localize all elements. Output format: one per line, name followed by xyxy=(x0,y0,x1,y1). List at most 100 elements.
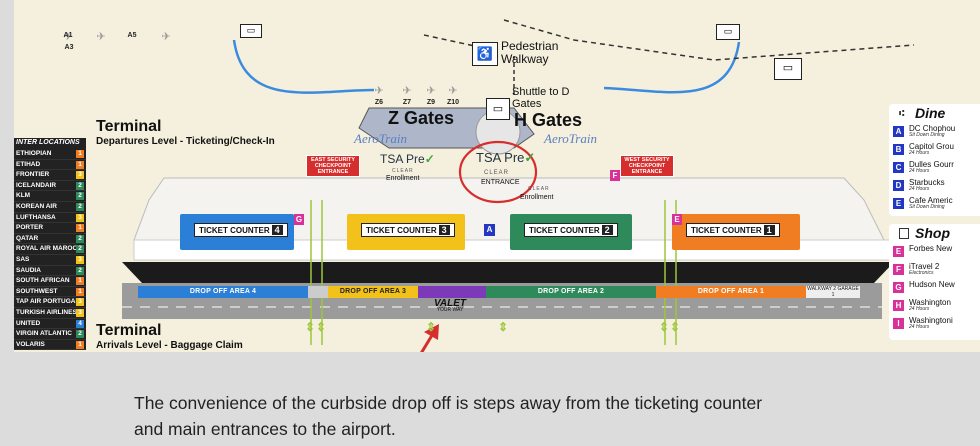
gate-label: A1 xyxy=(63,32,73,39)
airline-name: SAS xyxy=(16,255,30,263)
counter-text: TICKET COUNTER xyxy=(691,226,762,235)
airline-level-badge: 2 xyxy=(76,266,84,275)
vertical-arrow-icon: ⇕ xyxy=(498,320,509,334)
shuttle-bus-icon: ▭ xyxy=(774,58,802,80)
gate-label: Z10 xyxy=(446,99,460,106)
airline-name: UNITED xyxy=(16,319,41,327)
clear-label: CLEAR xyxy=(528,186,550,192)
shuttle-label: Shuttle to D Gates xyxy=(512,86,570,110)
east-security-sign: EAST SECURITY CHECKPOINT ENTRANCE xyxy=(306,155,360,177)
pedestrian-icon: ♿ xyxy=(472,42,498,66)
aerotrain-label: AeroTrain xyxy=(354,131,407,146)
gate-label: A3 xyxy=(64,44,74,51)
airline-name: PORTER xyxy=(16,224,44,232)
airline-name: SAUDIA xyxy=(16,266,41,274)
arrivals-title: Terminal xyxy=(96,322,162,339)
airplane-icon: ✈ xyxy=(448,85,458,97)
entrance-label: ENTRANCE xyxy=(481,179,520,186)
shop-note: 24 Hours xyxy=(909,306,930,312)
dine-badge: E xyxy=(893,198,904,209)
shop-icon xyxy=(899,228,909,239)
airline-row: ICELANDAIR 2 xyxy=(14,181,86,192)
clear-enrollment-label: Enrollment xyxy=(520,194,554,201)
dine-name: Capitol Grou xyxy=(909,142,954,151)
departures-subtitle: Departures Level - Ticketing/Check-In xyxy=(96,136,275,147)
airline-row: SAUDIA 2 xyxy=(14,266,86,277)
caption: The convenience of the curbside drop off… xyxy=(134,390,934,442)
gate-label: Z7 xyxy=(402,99,412,106)
shop-badge: G xyxy=(893,282,904,293)
counter-number: 2 xyxy=(601,225,613,235)
airplane-icon: ✈ xyxy=(402,85,412,97)
caption-line-1: The convenience of the curbside drop off… xyxy=(134,393,763,413)
arrivals-subtitle: Arrivals Level - Baggage Claim xyxy=(96,340,243,351)
dropoff-gap xyxy=(308,286,328,298)
west-security-sign: WEST SECURITY CHECKPOINT ENTRANCE xyxy=(620,155,674,177)
dine-heading: Dine xyxy=(915,105,946,121)
shuttle-bus-icon: ▭ xyxy=(240,24,262,38)
h-gates-label: H Gates xyxy=(514,110,583,130)
vertical-arrow-icon: ⇕ xyxy=(316,320,327,334)
airline-level-badge: 2 xyxy=(76,181,84,190)
airline-panel-header: INTER LOCATIONS xyxy=(16,139,80,146)
airline-name: TAP AIR PORTUGAL xyxy=(16,298,80,306)
counter-text: TICKET COUNTER xyxy=(529,226,600,235)
dropoff-area-1: DROP OFF AREA 1 xyxy=(656,286,806,298)
shop-badge-g: G xyxy=(294,214,304,225)
dine-note: Sit Down Dining xyxy=(909,132,945,138)
airline-level-badge: 2 xyxy=(76,192,84,201)
counter-number: 3 xyxy=(438,225,450,235)
airplane-icon: ✈ xyxy=(63,31,73,43)
tsa-entrance: TSA Pre✓ xyxy=(476,150,535,166)
airline-level-badge: 3 xyxy=(76,171,84,180)
airplane-icon: ✈ xyxy=(96,31,106,43)
shop-badge: I xyxy=(893,318,904,329)
tsa-label: TSA Pre xyxy=(476,150,525,165)
dine-note: 24 Hours xyxy=(909,186,930,192)
airline-row: UNITED 4 xyxy=(14,319,86,330)
dropoff-area-3: DROP OFF AREA 3 xyxy=(328,286,418,298)
shop-badge: H xyxy=(893,300,904,311)
valet-label: VALET xyxy=(434,298,467,309)
airline-name: SOUTHWEST xyxy=(16,287,58,295)
shop-name: iTravel 2 xyxy=(909,262,940,271)
airline-level-badge: 1 xyxy=(76,287,84,296)
shuttle-icon: ▭ xyxy=(486,98,510,120)
dine-badge: C xyxy=(893,162,904,173)
dine-note: Sit Down Dining xyxy=(909,204,945,210)
shuttle-bus-icon: ▭ xyxy=(716,24,740,40)
dine-badge: A xyxy=(893,126,904,137)
airline-level-badge: 3 xyxy=(76,298,84,307)
airline-name: ICELANDAIR xyxy=(16,181,57,189)
check-icon: ✓ xyxy=(524,150,536,165)
airline-level-badge: 4 xyxy=(76,319,84,328)
airline-name: TURKISH AIRLINES xyxy=(16,308,77,316)
tsa-label: TSA Pre xyxy=(380,152,425,166)
shop-name: Washingtoni xyxy=(909,316,953,325)
dine-badge-a: A xyxy=(484,224,495,236)
dine-name: DC Chophou xyxy=(909,124,956,133)
airline-level-badge: 2 xyxy=(76,330,84,339)
aerotrain-label: AeroTrain xyxy=(544,131,597,146)
shop-note: 24 Hours xyxy=(909,324,930,330)
airline-name: LUFTHANSA xyxy=(16,213,56,221)
airline-level-badge: 2 xyxy=(76,234,84,243)
valet-sign: VALET YOUR WAY xyxy=(434,298,466,313)
